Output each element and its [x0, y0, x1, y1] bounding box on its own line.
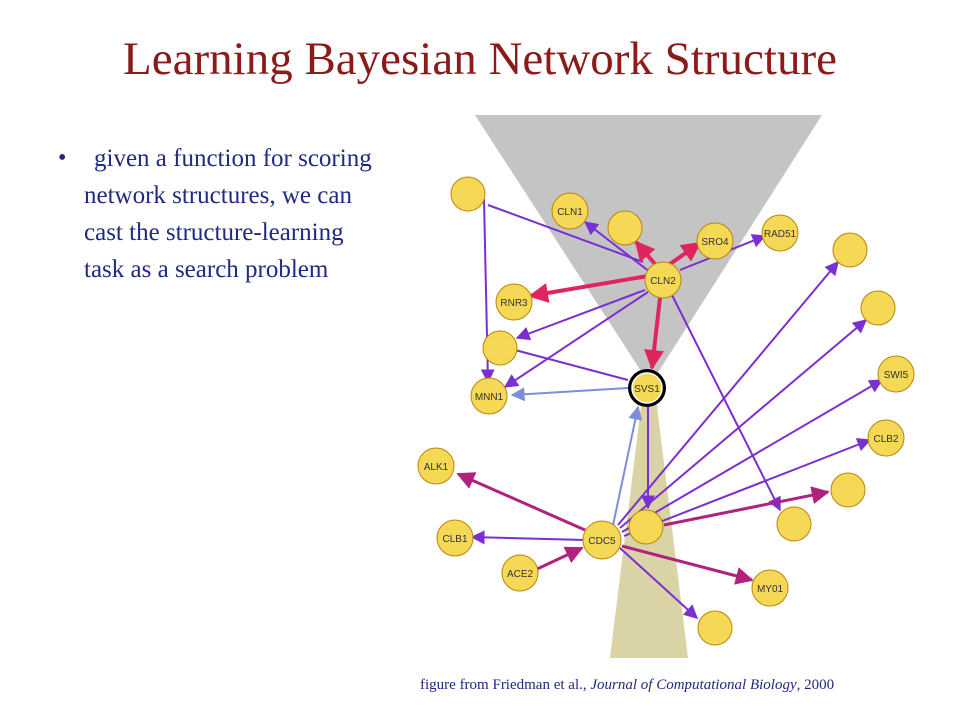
- edge: [634, 240, 657, 266]
- network-node: [628, 509, 664, 545]
- node-mnn1: MNN1: [470, 377, 508, 415]
- node-clb1: CLB1: [436, 519, 474, 557]
- node-cln2: CLN2: [644, 261, 682, 299]
- edge: [619, 319, 868, 529]
- network-node: [607, 210, 643, 246]
- edge: [617, 260, 839, 526]
- node-rnr3: RNR3: [495, 283, 533, 321]
- node-label: MY01: [757, 584, 784, 595]
- bullet-line: network structures, we can: [84, 182, 352, 209]
- network-node: [830, 472, 866, 508]
- node-cdc5: CDC5: [582, 520, 622, 560]
- caption-prefix: figure from Friedman et al.,: [420, 677, 591, 693]
- bayesian-network-diagram: CLN1 SRO4 RAD51 CLN2 RNR3 SVS1 MNN1 SWI5…: [417, 115, 915, 658]
- edge: [619, 547, 699, 619]
- bullet-line: given a function for scoring: [94, 145, 372, 172]
- node-label: SRO4: [701, 237, 729, 248]
- edge: [611, 405, 643, 531]
- node-label: CLN1: [557, 207, 583, 218]
- slide-title: Learning Bayesian Network Structure: [123, 33, 837, 85]
- node-sro4: SRO4: [696, 222, 734, 260]
- edge: [514, 349, 629, 381]
- bullet-line: cast the structure-learning: [84, 219, 344, 246]
- node-ace2: ACE2: [501, 554, 539, 592]
- edge: [671, 294, 781, 512]
- edge: [623, 438, 872, 537]
- bullet-line: task as a search problem: [84, 256, 329, 283]
- node-svs1: SVS1: [628, 369, 666, 407]
- edge: [470, 530, 586, 545]
- node-label: CDC5: [588, 536, 616, 547]
- edge: [583, 221, 651, 273]
- network-node: [697, 610, 733, 646]
- caption-journal: Journal of Computational Biology: [590, 677, 797, 693]
- node-swi5: SWI5: [877, 355, 915, 393]
- node-label: SWI5: [884, 370, 909, 381]
- edge: [644, 297, 664, 370]
- node-rad51: RAD51: [761, 214, 799, 252]
- node-label: RNR3: [500, 298, 528, 309]
- node-label: SVS1: [634, 384, 660, 395]
- bullet-icon: •: [58, 145, 67, 171]
- edge: [528, 274, 649, 303]
- edge: [510, 387, 629, 402]
- edge: [534, 546, 584, 572]
- node-label: MNN1: [475, 392, 504, 403]
- network-node: [832, 232, 868, 268]
- edge: [503, 291, 649, 388]
- node-label: RAD51: [764, 229, 797, 240]
- edge: [668, 241, 702, 266]
- node-label: ALK1: [424, 462, 449, 473]
- caption-suffix: , 2000: [796, 677, 835, 693]
- network-node: [860, 290, 896, 326]
- edge: [515, 289, 646, 341]
- node-label: ACE2: [507, 569, 534, 580]
- edge: [456, 472, 586, 532]
- edge: [621, 544, 754, 585]
- node-label: CLB2: [873, 434, 898, 445]
- edge: [663, 486, 830, 527]
- edge: [621, 379, 884, 533]
- bullet-item: given a function for scoring network str…: [84, 140, 456, 288]
- node-clb2: CLB2: [867, 419, 905, 457]
- node-cln1: CLN1: [551, 192, 589, 230]
- network-node: [776, 506, 812, 542]
- edge: [487, 204, 644, 263]
- node-myo1: MY01: [751, 569, 789, 607]
- node-label: CLB1: [442, 534, 467, 545]
- node-alk1: ALK1: [417, 447, 455, 485]
- network-node: [482, 330, 518, 366]
- figure-caption: figure from Friedman et al., Journal of …: [420, 677, 880, 694]
- network-node: [450, 176, 486, 212]
- node-label: CLN2: [650, 276, 676, 287]
